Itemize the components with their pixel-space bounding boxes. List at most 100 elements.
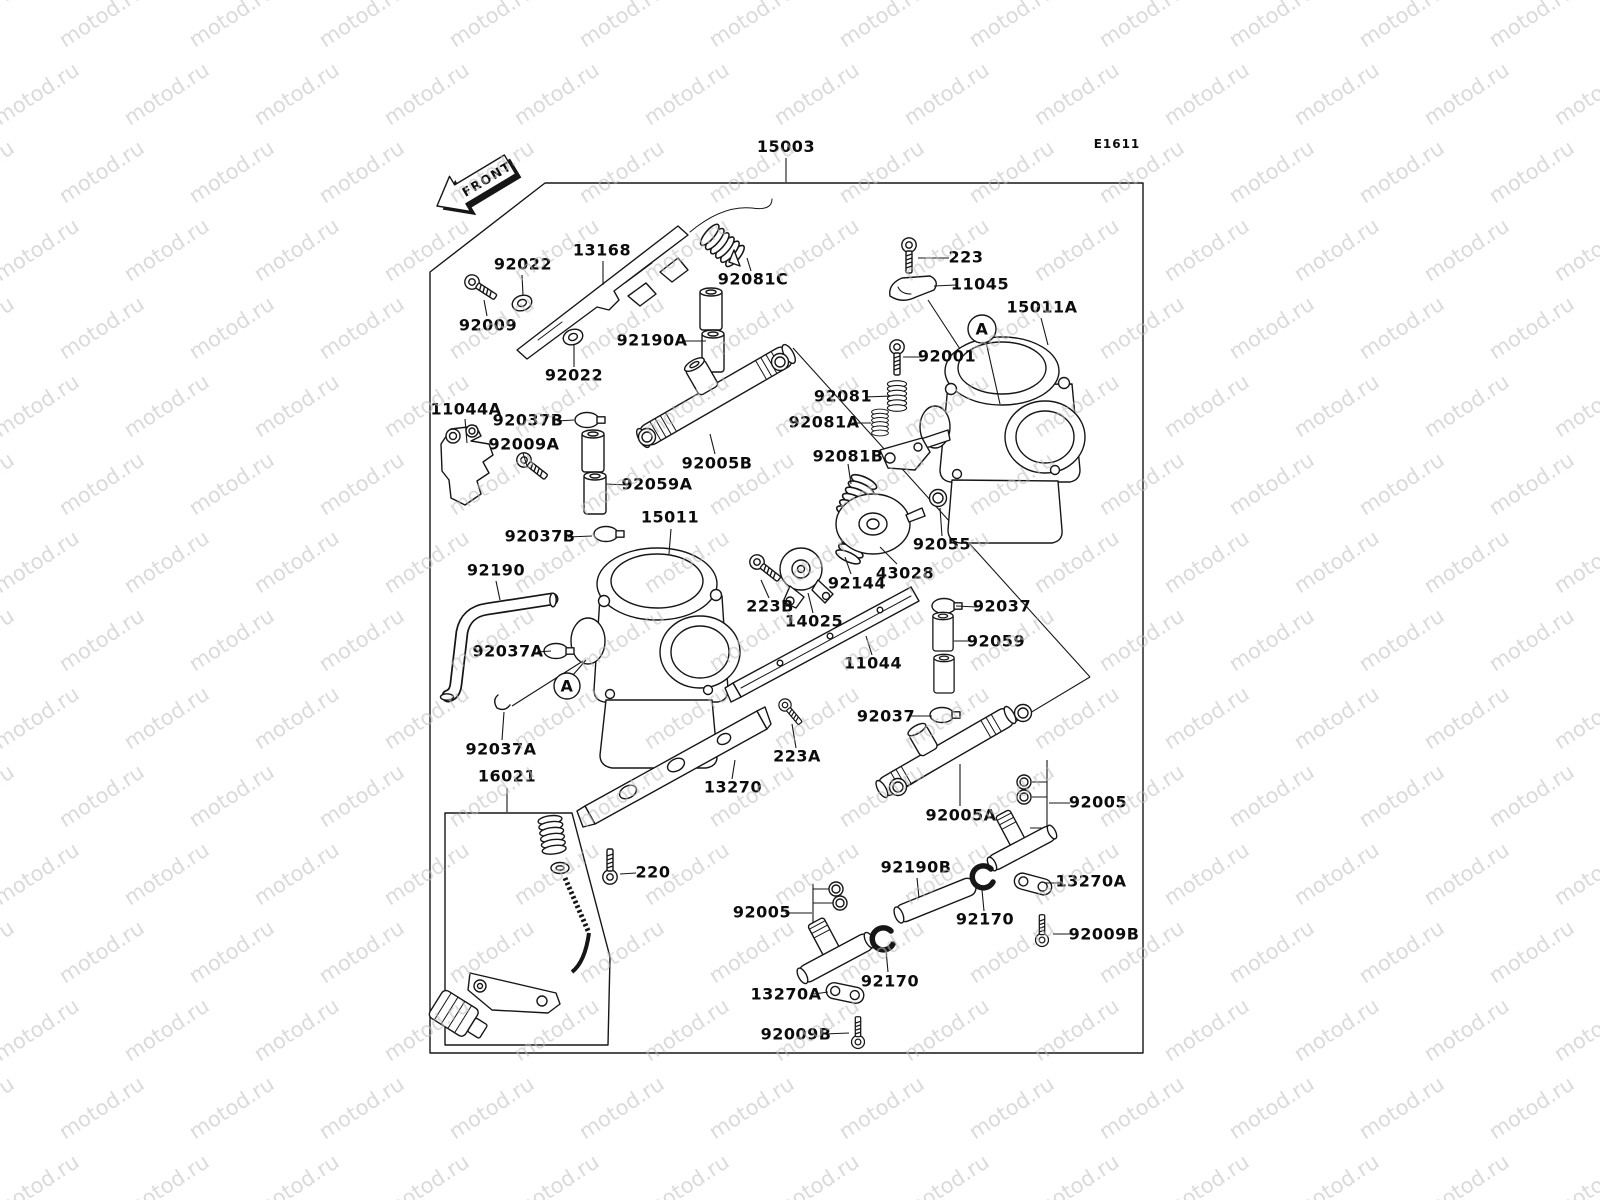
watermark-text: motod.ru <box>900 58 994 131</box>
watermark-text: motod.ru <box>250 214 344 287</box>
part-label: 15011 <box>641 508 699 527</box>
watermark-text: motod.ru <box>1355 0 1449 52</box>
watermark-text: motod.ru <box>185 292 279 365</box>
callout-letter: A <box>561 677 574 696</box>
watermark-text: motod.ru <box>1095 0 1189 52</box>
watermark-text: motod.ru <box>315 448 409 521</box>
watermark-text: motod.ru <box>445 136 539 209</box>
watermark-text: motod.ru <box>185 0 279 52</box>
part-label: 92037A <box>465 740 536 759</box>
watermark-text: motod.ru <box>1550 994 1600 1067</box>
watermark-text: motod.ru <box>315 136 409 209</box>
watermark-text: motod.ru <box>965 0 1059 52</box>
watermark-text: motod.ru <box>0 136 19 209</box>
watermark-text: motod.ru <box>575 136 669 209</box>
watermark-text: motod.ru <box>510 58 604 131</box>
part-label: 92144 <box>828 574 886 593</box>
watermark-text: motod.ru <box>120 1150 214 1200</box>
part-label: 220 <box>636 863 671 882</box>
leader-line <box>521 274 524 296</box>
watermark-text: motod.ru <box>0 292 19 365</box>
labels-layer: 9202213168920099202292081C92190A22311045… <box>430 241 1140 1044</box>
watermark-text: motod.ru <box>55 448 149 521</box>
watermark-text: motod.ru <box>185 760 279 833</box>
watermark-text: motod.ru <box>640 994 734 1067</box>
watermark-text: motod.ru <box>250 682 344 755</box>
watermark-text: motod.ru <box>0 604 19 677</box>
watermark-text: motod.ru <box>250 1150 344 1200</box>
watermark-text: motod.ru <box>1355 292 1449 365</box>
watermark-text: motod.ru <box>1420 58 1514 131</box>
part-label: 92037B <box>505 527 576 546</box>
watermark-text: motod.ru <box>445 0 539 52</box>
watermark-text: motod.ru <box>640 1150 734 1200</box>
watermark-text: motod.ru <box>1030 682 1124 755</box>
watermark-text: motod.ru <box>1030 1150 1124 1200</box>
watermark-text: motod.ru <box>1355 760 1449 833</box>
oring-92005B-right <box>770 352 790 372</box>
part-label: 92037B <box>493 411 564 430</box>
watermark-text: motod.ru <box>1225 292 1319 365</box>
watermark-text: motod.ru <box>1290 682 1384 755</box>
watermark-text: motod.ru <box>55 136 149 209</box>
watermark-text: motod.ru <box>0 682 84 755</box>
watermark-text: motod.ru <box>1290 838 1384 911</box>
watermark-text: motod.ru <box>1225 448 1319 521</box>
watermark-text: motod.ru <box>315 604 409 677</box>
part-label: 11045 <box>951 275 1009 294</box>
watermark-text: motod.ru <box>1485 916 1579 989</box>
parts-layer <box>428 198 1086 1050</box>
watermark-text: motod.ru <box>0 0 19 52</box>
part-label: 92081B <box>813 447 884 466</box>
leader-line <box>847 463 852 485</box>
watermark-text: motod.ru <box>1355 916 1449 989</box>
watermark-text: motod.ru <box>120 58 214 131</box>
part-label: 92037 <box>857 707 915 726</box>
leader-line <box>668 528 672 555</box>
part-label: 223A <box>773 747 821 766</box>
watermark-text: motod.ru <box>770 682 864 755</box>
watermark-text: motod.ru <box>1095 604 1189 677</box>
part-label: 13270 <box>704 778 762 797</box>
watermark-text: motod.ru <box>1290 214 1384 287</box>
leader-line <box>495 580 501 601</box>
watermark-text: motod.ru <box>250 58 344 131</box>
watermark-text: motod.ru <box>1095 292 1189 365</box>
leader-line <box>483 299 488 317</box>
watermark-text: motod.ru <box>315 760 409 833</box>
watermark-text: motod.ru <box>1485 760 1579 833</box>
watermark-text: motod.ru <box>1160 214 1254 287</box>
watermark-text: motod.ru <box>0 448 19 521</box>
watermark-text: motod.ru <box>1485 136 1579 209</box>
watermark-text: motod.ru <box>1160 370 1254 443</box>
watermark-text: motod.ru <box>575 0 669 52</box>
watermark-text: motod.ru <box>1420 682 1514 755</box>
watermark-text: motod.ru <box>0 58 84 131</box>
watermark-text: motod.ru <box>0 1150 84 1200</box>
part-label: 223B <box>746 597 794 616</box>
watermark-text: motod.ru <box>380 1150 474 1200</box>
leader-line <box>760 579 770 599</box>
watermark-text: motod.ru <box>185 916 279 989</box>
hose-92190 <box>439 592 559 703</box>
leader-line <box>746 257 752 272</box>
watermark-text: motod.ru <box>575 916 669 989</box>
bracket-13168 <box>516 198 773 360</box>
part-label: 92009B <box>1069 925 1140 944</box>
watermark-text: motod.ru <box>120 214 214 287</box>
watermark-text: motod.ru <box>250 994 344 1067</box>
watermark-text: motod.ru <box>315 292 409 365</box>
leader-line <box>865 635 873 656</box>
watermark-text: motod.ru <box>575 760 669 833</box>
watermark-text: motod.ru <box>1420 1150 1514 1200</box>
watermark-text: motod.ru <box>1420 214 1514 287</box>
watermark-text: motod.ru <box>250 838 344 911</box>
watermark-text: motod.ru <box>185 1072 279 1145</box>
watermark-text: motod.ru <box>1355 1072 1449 1145</box>
oring-set-92005-left <box>812 881 848 936</box>
watermark-text: motod.ru <box>1485 0 1579 52</box>
watermark-text: motod.ru <box>1225 760 1319 833</box>
leader-line <box>556 419 575 422</box>
watermark-text: motod.ru <box>1550 1150 1600 1200</box>
watermark-text: motod.ru <box>120 994 214 1067</box>
